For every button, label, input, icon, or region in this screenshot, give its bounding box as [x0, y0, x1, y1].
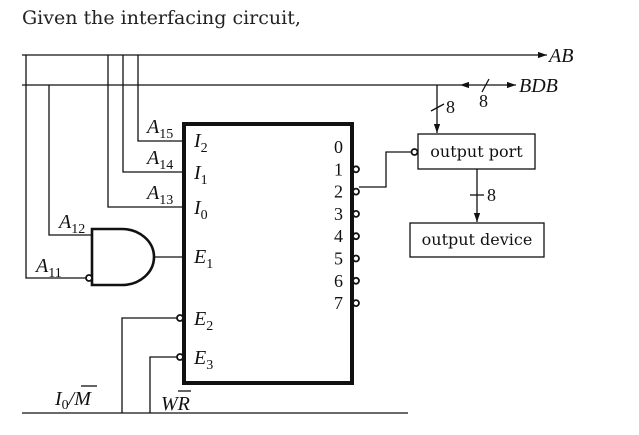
decoder-output-bubble-5 — [352, 254, 360, 263]
bus-to-port-width-label: 8 — [446, 97, 455, 117]
wr-label: WR — [161, 393, 190, 415]
a11-wire — [25, 55, 86, 279]
wr-to-e3-wire — [149, 356, 177, 413]
decoder-output-bubble-6 — [352, 276, 360, 285]
decoder-output-label-0: 0 — [334, 137, 343, 157]
output-port-label: output port — [430, 142, 523, 161]
decoder-output-label-6: 6 — [334, 271, 343, 291]
a15-wire — [137, 55, 184, 142]
decoder-enable-e3: E3 — [193, 347, 213, 373]
decoder-input-i0: I0 — [193, 197, 208, 223]
decoder-output-bubble-1 — [352, 165, 360, 174]
data-bus-width-slash — [481, 78, 490, 93]
decoder-output-label-1: 1 — [334, 159, 343, 179]
address-bus-label: AB — [547, 45, 573, 67]
decoder-box — [182, 122, 354, 385]
output-port-enable-bubble — [410, 148, 419, 156]
decoder-output-bubble-7 — [352, 299, 360, 308]
decoder-input-i2: I2 — [193, 130, 208, 156]
decoder-output-bubble-3 — [352, 209, 360, 218]
io-m-to-e2-wire — [121, 317, 177, 413]
bus-to-port-slash — [430, 103, 445, 112]
output-device-box — [409, 222, 545, 258]
a15-label: A15 — [145, 116, 173, 142]
decoder-output-label-4: 4 — [334, 226, 343, 246]
output-device-label: output device — [422, 230, 533, 249]
and-gate-a11-inversion-bubble — [85, 274, 93, 282]
decoder-output-bubble-2 — [352, 187, 360, 196]
decoder-output-label-7: 7 — [334, 293, 343, 313]
and-gate — [90, 227, 156, 287]
decoder-outputs: 01 234 567 — [334, 137, 360, 313]
io-m-label: I0/M — [54, 388, 92, 413]
a12-wire — [48, 85, 92, 236]
decoder-input-i1: I1 — [193, 162, 208, 188]
e2-inversion-bubble — [176, 314, 184, 322]
a13-wire — [107, 55, 184, 208]
caption: Given the interfacing circuit, — [22, 7, 301, 29]
e3-inversion-bubble — [176, 353, 184, 361]
decoder-output-label-3: 3 — [334, 204, 343, 224]
data-bus-width-label: 8 — [479, 91, 488, 111]
a14-label: A14 — [145, 147, 173, 173]
data-bus-label: BDB — [519, 75, 558, 97]
decoder-output-label-5: 5 — [334, 249, 343, 269]
a12-label: A12 — [57, 211, 85, 237]
decoder-out2-to-port-wire — [359, 151, 411, 188]
decoder-enable-e1: E1 — [193, 246, 213, 272]
decoder-output-label-2: 2 — [334, 182, 343, 202]
a11-label: A11 — [34, 255, 62, 281]
a13-label: A13 — [145, 182, 173, 208]
port-to-device-width-label: 8 — [487, 185, 496, 205]
a14-wire — [122, 55, 184, 173]
decoder-output-bubble-4 — [352, 232, 360, 241]
decoder-enable-e2: E2 — [193, 308, 213, 334]
